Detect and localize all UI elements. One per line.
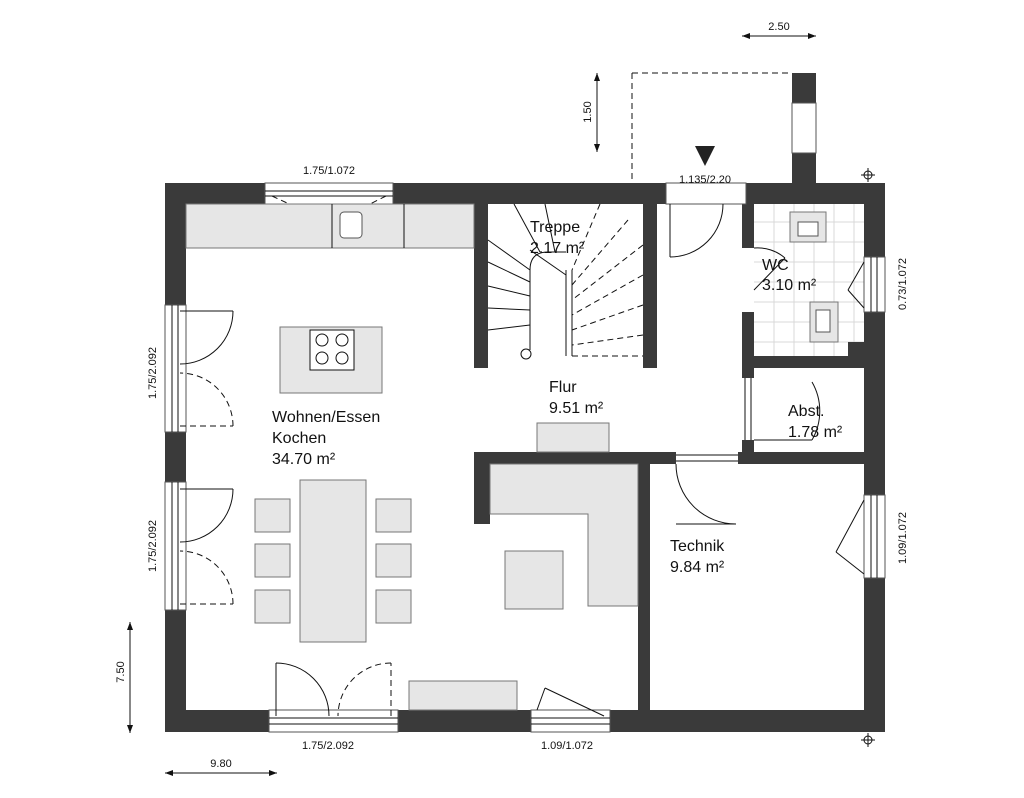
dim-right-lower: 1.09/1.072 (897, 512, 909, 564)
room-flur-name: Flur (549, 379, 577, 396)
room-wc-area: 3.10 m² (762, 277, 817, 294)
room-treppe-name: Treppe (530, 219, 580, 236)
door-swings (179, 195, 865, 717)
dimension-labels: 1.75/1.072 1.135/2.20 2.50 1.50 1.75/2.0… (115, 21, 909, 770)
room-technik-area: 9.84 m² (670, 559, 725, 576)
room-wohnen-name2: Kochen (272, 430, 326, 447)
staircase (487, 203, 644, 360)
dim-left-upper: 1.75/2.092 (147, 347, 159, 399)
furniture (185, 203, 839, 711)
coffee-table (504, 550, 564, 610)
dim-bottom-middle: 1.09/1.072 (541, 740, 593, 752)
chair (375, 543, 412, 578)
sink (339, 211, 363, 239)
canopy (631, 72, 792, 183)
kitchen-counter (185, 203, 475, 249)
room-abst-name: Abst. (788, 403, 824, 420)
dimension-lines (127, 33, 875, 776)
chair (375, 498, 412, 533)
cooktop (309, 329, 355, 371)
dim-left-lower: 1.75/2.092 (147, 520, 159, 572)
room-wc-name: WC (762, 257, 789, 274)
room-treppe-area: 2.17 m² (530, 240, 585, 257)
sofa (489, 463, 639, 607)
bench (536, 422, 610, 453)
dim-canopy-width: 2.50 (768, 21, 789, 33)
dim-overall-depth: 7.50 (115, 661, 127, 682)
windows (164, 182, 886, 733)
sideboard (408, 680, 518, 711)
dim-top-window: 1.75/1.072 (303, 165, 355, 177)
chair (254, 589, 291, 624)
room-flur-area: 9.51 m² (549, 400, 604, 417)
chair (254, 543, 291, 578)
chair (375, 589, 412, 624)
chair (254, 498, 291, 533)
dim-overall-width: 9.80 (210, 758, 231, 770)
room-technik-name: Technik (670, 538, 725, 555)
exterior-walls (165, 73, 885, 732)
room-wohnen-area: 34.70 m² (272, 451, 336, 468)
room-wohnen-name1: Wohnen/Essen (272, 409, 380, 426)
dim-entrance: 1.135/2.20 (679, 174, 731, 186)
room-abst-area: 1.78 m² (788, 424, 843, 441)
dining-table (299, 479, 367, 643)
entrance-marker-icon (695, 146, 715, 166)
dim-bottom-left: 1.75/2.092 (302, 740, 354, 752)
interior-walls (474, 204, 864, 710)
dim-canopy-depth: 1.50 (582, 101, 594, 122)
room-labels: Wohnen/Essen Kochen 34.70 m² Treppe 2.17… (272, 219, 843, 576)
dim-right-upper: 0.73/1.072 (897, 258, 909, 310)
